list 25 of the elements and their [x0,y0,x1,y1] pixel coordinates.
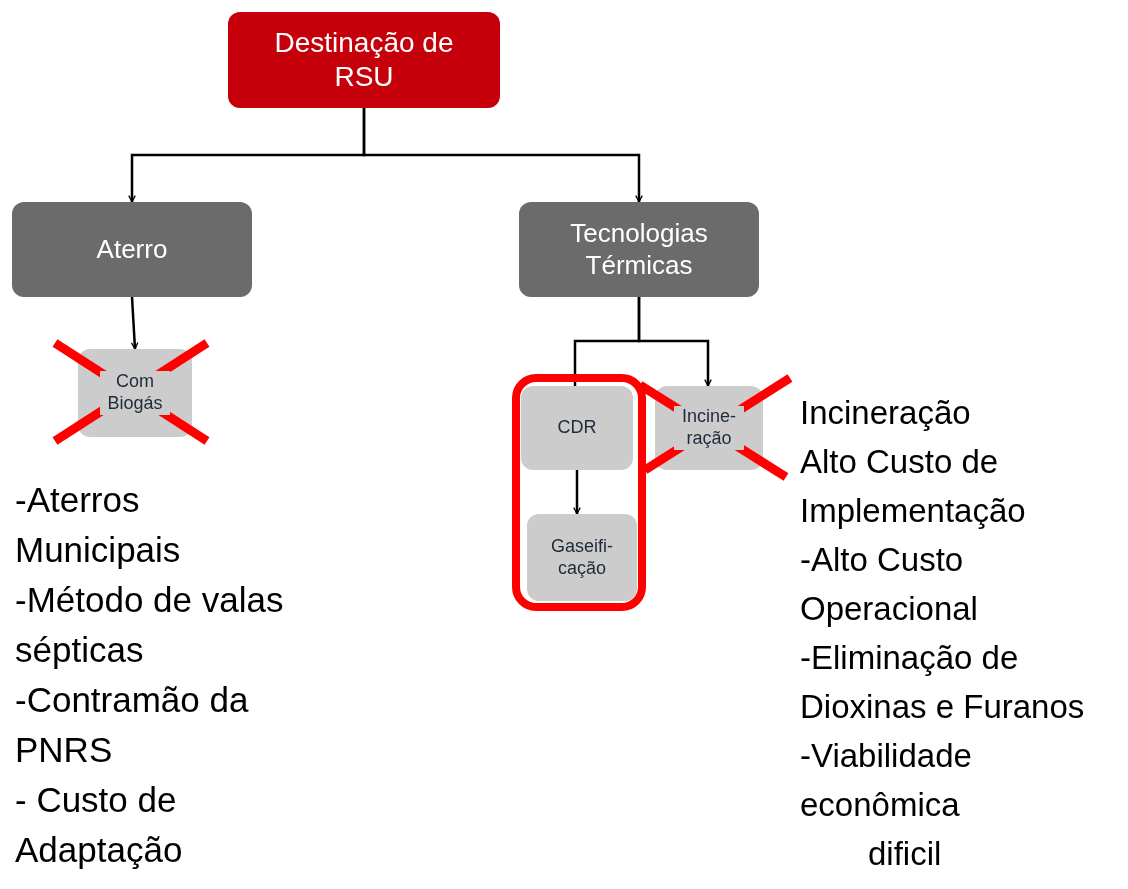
connector-arrow [130,296,139,350]
category-box [12,202,252,297]
note-text: -Método de valas sépticas [15,579,285,671]
connector-arrow [573,470,581,515]
connector-arrow [637,297,712,387]
note-text: -Aterros Municipais [15,479,182,571]
category-box [519,202,759,297]
note-text: Alto Custo de Implementação [800,442,1027,531]
node-label: Com Biogás [100,371,170,415]
node-label: Destinação de RSU [273,26,455,94]
note-text: - Custo de Adaptação [15,779,184,871]
connector-arrow [362,108,643,203]
process-box [655,386,763,470]
highlight-frame [512,374,646,611]
note-text: dificil [868,834,943,874]
note-text: -Contramão da PNRS [15,679,250,771]
process-box [521,386,633,470]
root-box [228,12,500,108]
note-text: -Eliminação de Dioxinas e Furanos [800,638,1086,727]
node-label: Aterro [96,233,168,266]
process-box [527,514,637,601]
note-text: Incineração [800,393,972,433]
node-label: Tecnologias Térmicas [569,218,709,281]
node-label: Incine- ração [674,406,744,450]
note-text: -Alto Custo Operacional [800,540,979,629]
